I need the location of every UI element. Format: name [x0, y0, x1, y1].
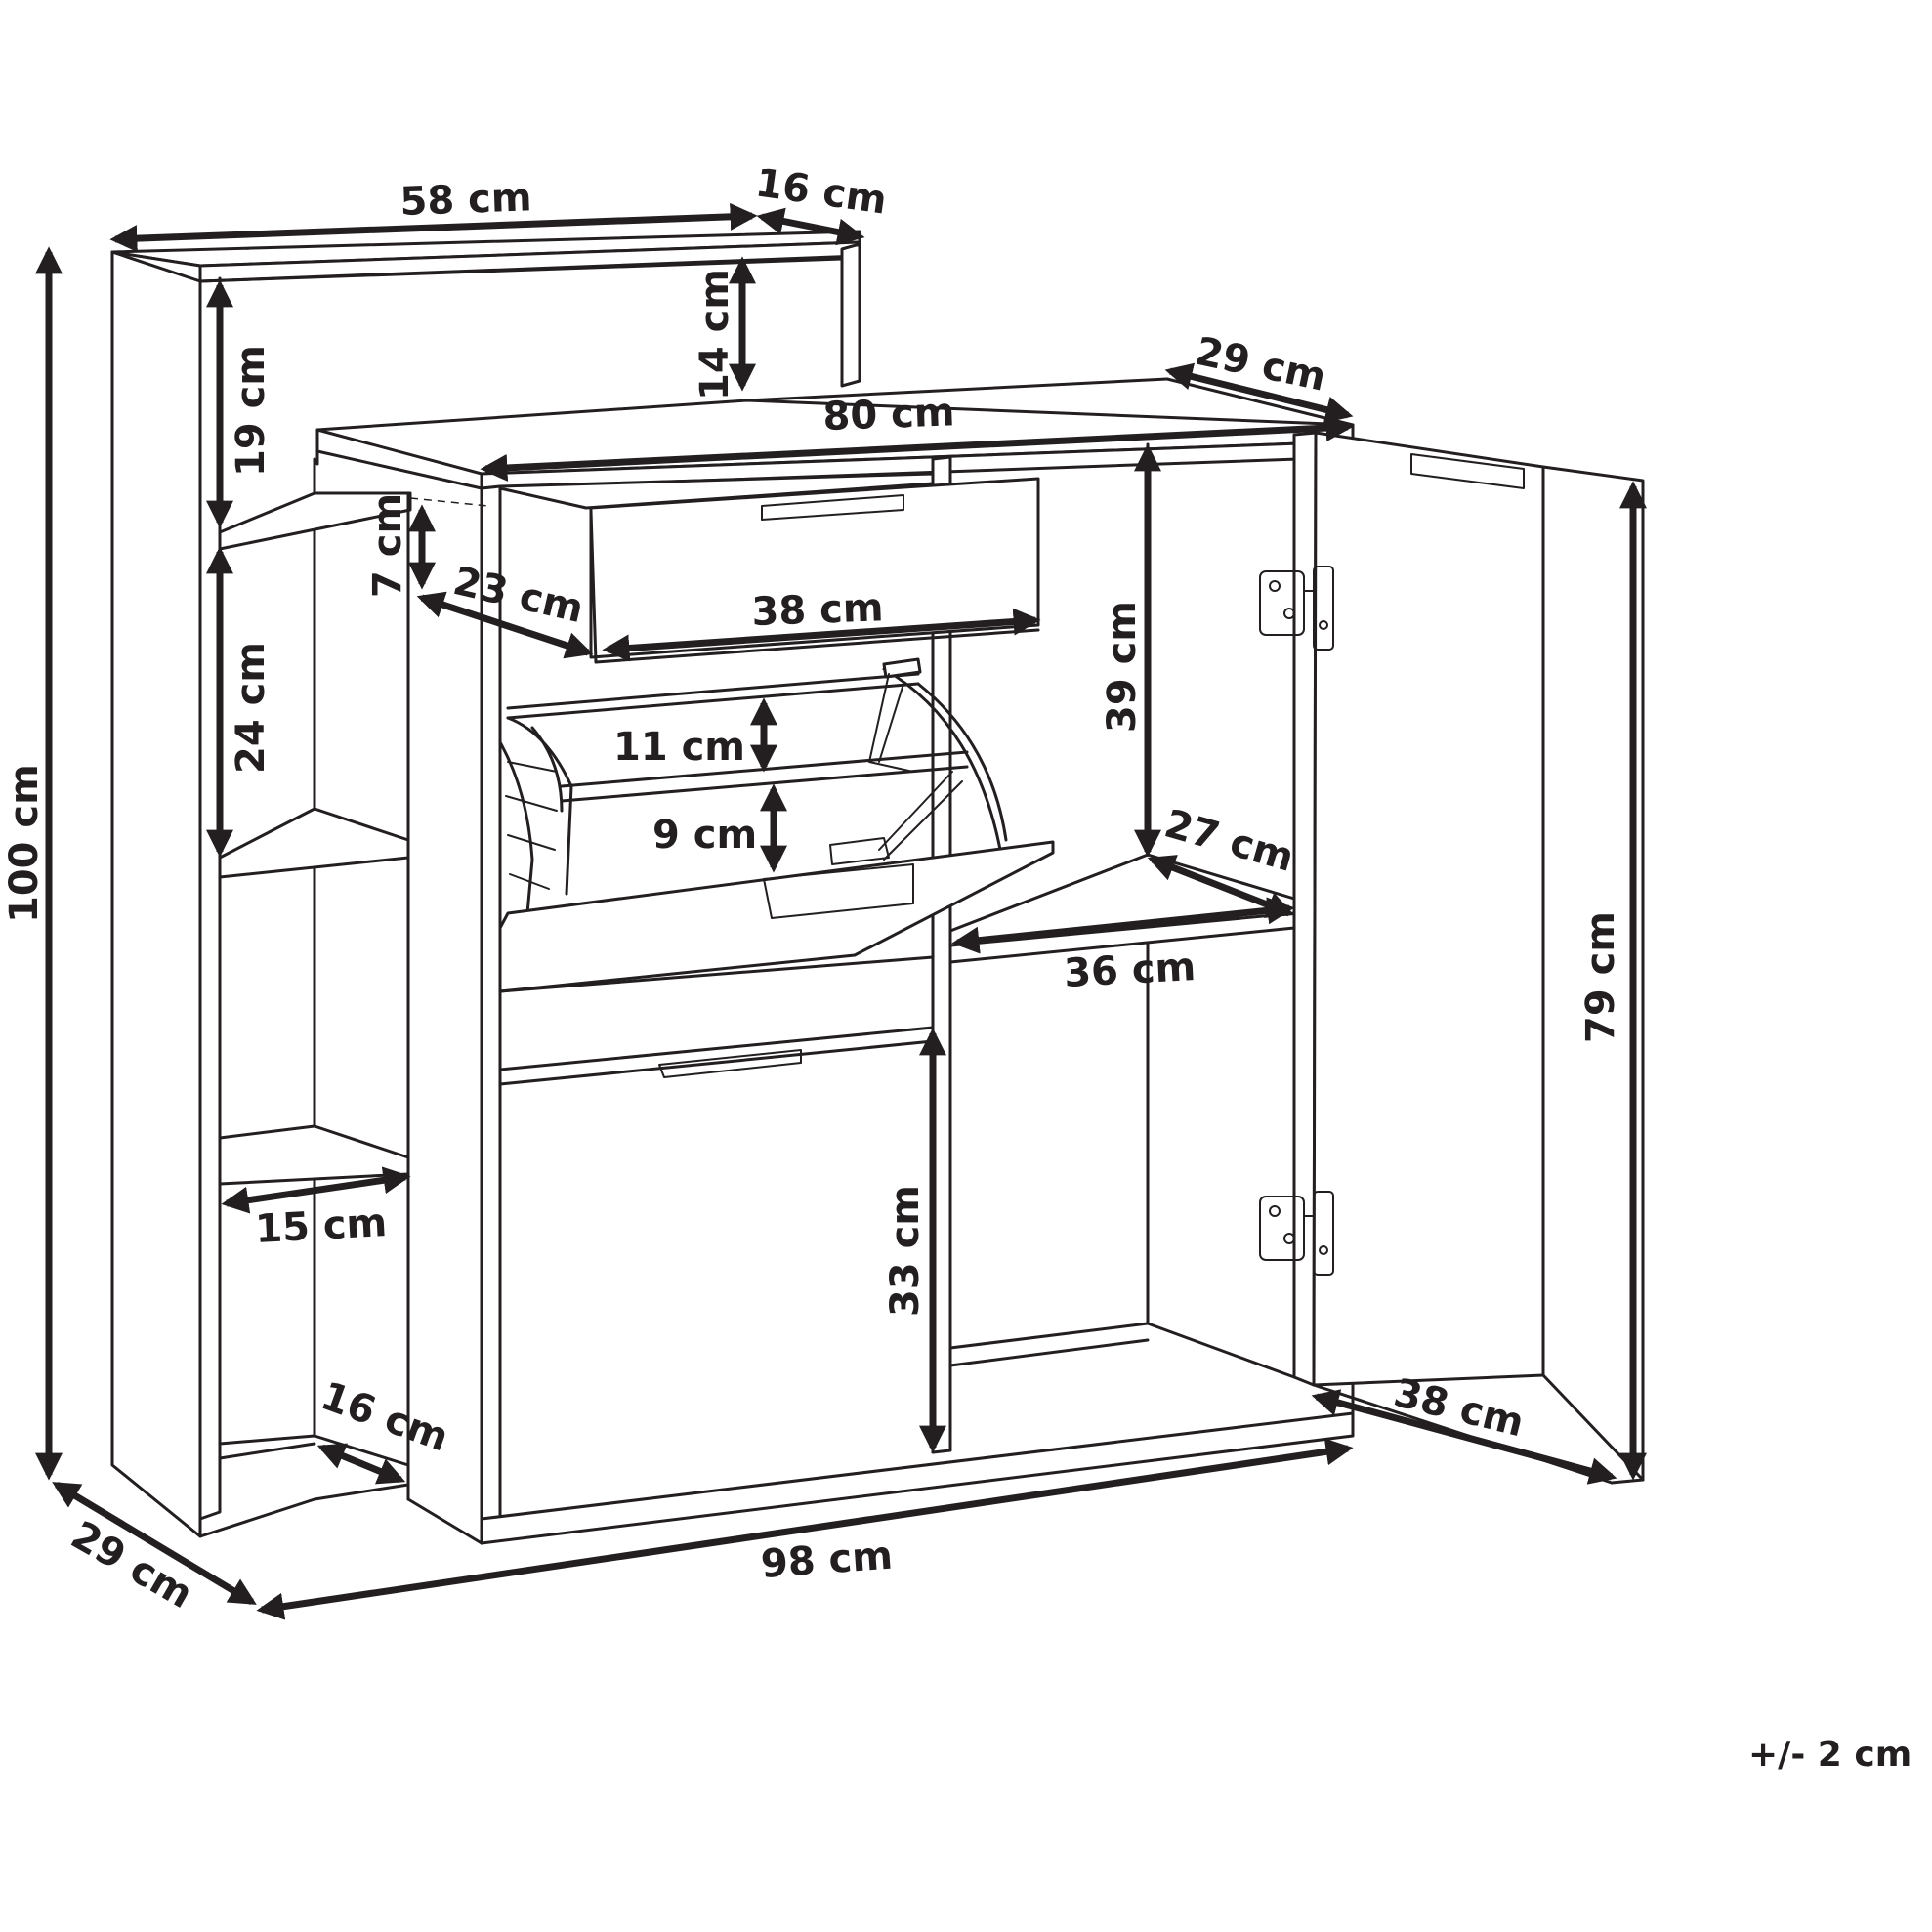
- hinge-upper-icon: [1259, 566, 1334, 651]
- dim-door-height: 79 cm: [1578, 911, 1623, 1043]
- dim-total-height: 100 cm: [2, 764, 47, 923]
- cabinet-left-side: [480, 484, 502, 1545]
- dim-flap-lower-height: 9 cm: [652, 813, 757, 858]
- dim-total-width: 98 cm: [759, 1533, 894, 1587]
- dim-flap-upper-height: 11 cm: [613, 725, 745, 770]
- main-cabinet: [315, 377, 1645, 1545]
- dimension-lines: [35, 202, 1647, 1620]
- dim-middle-open-height: 24 cm: [229, 642, 273, 774]
- cabinet-plinth: [480, 1411, 1355, 1545]
- dim-cabinet-width: 80 cm: [822, 390, 956, 440]
- dim-upper-open-height: 19 cm: [229, 345, 273, 477]
- tolerance-note: +/- 2 cm: [1748, 1735, 1911, 1775]
- shoe-flap-handle: [763, 863, 914, 919]
- dim-top-width: 58 cm: [399, 175, 533, 225]
- dim-drawer-width: 38 cm: [751, 585, 885, 635]
- left-base: [198, 1434, 410, 1538]
- dim-inner-shelf-width: 36 cm: [1063, 945, 1197, 996]
- top-shelf-post: [840, 242, 861, 388]
- dim-compartment-height: 39 cm: [1100, 601, 1145, 733]
- left-outer-side: [110, 250, 202, 1538]
- dim-top-depth: 16 cm: [753, 160, 890, 223]
- dim-drawer-depth: 23 cm: [449, 559, 588, 632]
- middle-shelf: [218, 807, 410, 879]
- dim-top-shelf-height: 14 cm: [693, 269, 737, 400]
- dim-side-shelf-width: 15 cm: [254, 1200, 388, 1252]
- dim-drawer-height: 7 cm: [365, 493, 410, 598]
- dim-lower-flap-height: 33 cm: [883, 1185, 928, 1317]
- upper-shelf: [218, 491, 412, 551]
- lower-shelf: [218, 1124, 410, 1186]
- drawer-handle: [761, 494, 904, 521]
- door-handle: [1410, 453, 1525, 489]
- lower-flap-handle: [658, 1049, 802, 1078]
- door-panel: [1312, 431, 1545, 1387]
- hinge-lower-icon: [1259, 1191, 1334, 1276]
